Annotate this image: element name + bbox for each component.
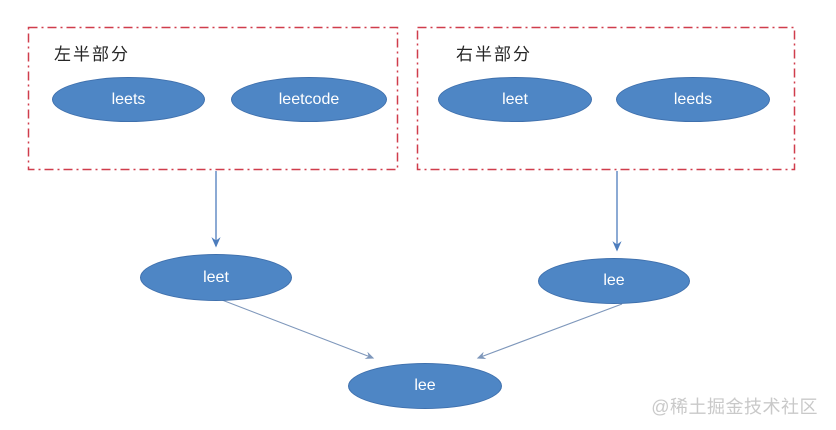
node-leeds: leeds [616,77,770,122]
edge-mergeleft-to-root [221,299,375,359]
node-leet-right-label: leet [502,90,528,108]
node-leetcode-label: leetcode [278,90,340,108]
node-leet-right: leet [438,77,592,122]
watermark: @稀土掘金技术社区 [651,397,818,417]
group-label-right: 右半部分 [456,45,532,64]
node-leets: leets [52,77,205,122]
node-merge-left: leet [140,254,292,301]
edge-mergeright-to-root [476,303,623,359]
node-leetcode: leetcode [231,77,387,122]
node-merge-left-label: leet [203,268,229,286]
node-merge-right: lee [538,258,690,304]
group-label-left: 左半部分 [54,45,130,64]
group-box-right [416,26,796,171]
node-root-label: lee [414,377,436,394]
group-box-left [27,26,399,171]
node-leets-label: leets [111,90,146,108]
node-merge-right-label: lee [603,272,625,289]
node-root: lee [348,363,502,409]
node-leeds-label: leeds [673,90,713,108]
